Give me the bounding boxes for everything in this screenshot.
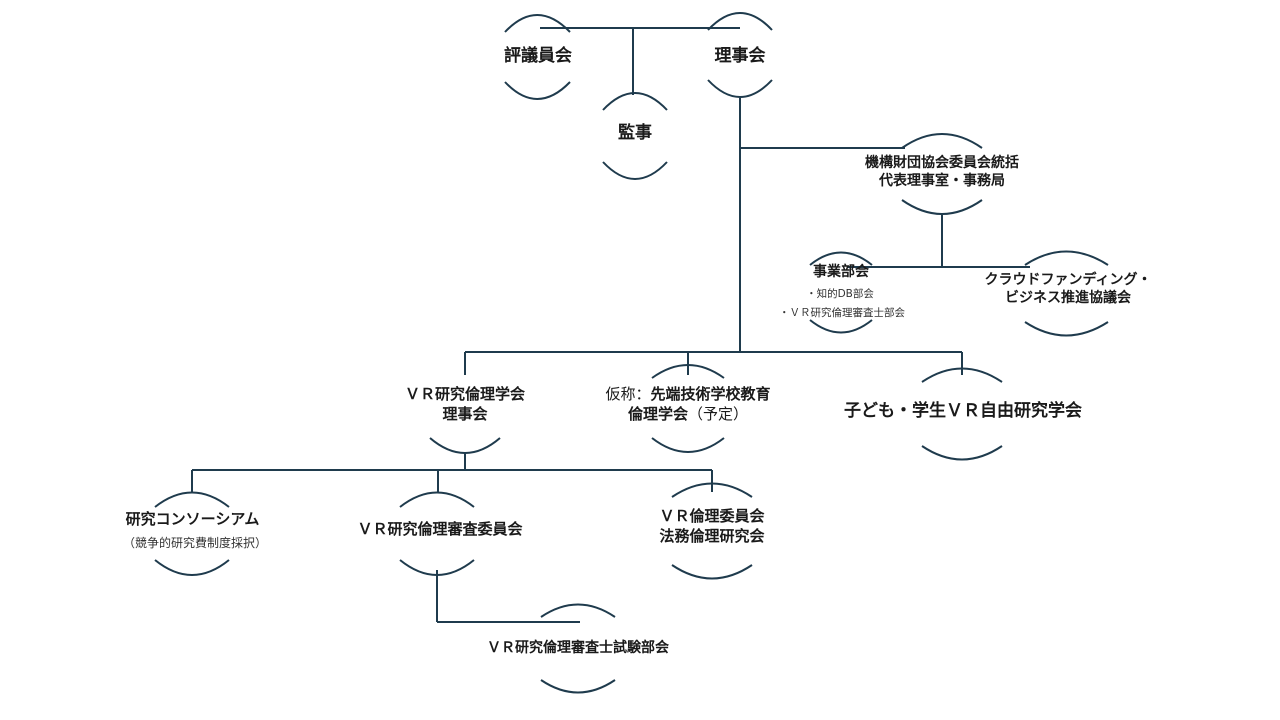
node-advanced-school-suffix: （予定） [688,404,749,423]
node-advanced-school-prefix: 仮称： [605,385,651,403]
arc-exam-top [540,603,616,618]
arc-crowdfunding-top [1024,250,1109,266]
arc-ethics-legal-top [671,482,753,498]
node-crowdfunding: クラウドファンディング・ ビジネス推進協議会 [958,271,1178,307]
node-consortium-note-label: （競争的研究費制度採択） [122,536,267,550]
node-review-committee: ＶＲ研究倫理審査委員会 [325,520,555,540]
arc-crowdfunding-bottom [1024,321,1109,337]
jigyobukai-item-1-label: ・知的DB部会 [806,288,874,300]
node-vr-ethics-board-line2: 理事会 [442,404,488,423]
arc-rijikai-top [707,12,773,31]
node-ethics-legal-line2: 法務倫理研究会 [659,526,765,545]
arc-kanji-top [602,92,668,111]
arc-consortium-top [154,491,230,508]
arc-jigyobukai-bottom [809,319,873,334]
node-jigyobukai-label: 事業部会 [813,264,869,280]
node-children-students: 子ども・学生ＶＲ自由研究学会 [818,400,1108,422]
node-consortium-label: 研究コンソーシアム [125,510,260,528]
arc-kanji-bottom [602,161,668,180]
arc-children-bottom [921,445,1003,461]
node-advanced-school: 仮称：先端技術学校教育 倫理学会（予定） [578,385,798,424]
arc-rijikai-bottom [707,79,773,98]
node-exam-subcommittee: ＶＲ研究倫理審査士試験部会 [463,639,693,657]
node-jigyobukai-title: 事業部会 [791,263,891,281]
arc-consortium-bottom [154,559,230,576]
node-crowdfunding-line2: ビジネス推進協議会 [1005,290,1131,307]
node-secretariat: 機構財団協会委員会統括 代表理事室・事務局 [842,154,1042,190]
arc-jigyobukai-top [809,251,873,266]
arc-children-top [921,367,1003,383]
arc-exam-bottom [540,679,616,694]
arc-advanced-bottom [651,437,725,453]
node-ethics-legal-line1: ＶＲ倫理委員会 [659,507,765,525]
arc-secretariat-bottom [901,199,983,215]
arc-ethics-legal-bottom [671,564,753,580]
node-secretariat-line2: 代表理事室・事務局 [879,173,1005,190]
node-children-students-label: 子ども・学生ＶＲ自由研究学会 [844,401,1082,421]
node-rijikai-label: 理事会 [714,46,766,66]
node-vr-ethics-board-line1: ＶＲ研究倫理学会 [404,385,525,403]
node-vr-ethics-board: ＶＲ研究倫理学会 理事会 [380,385,550,424]
node-kanji-label: 監事 [618,123,652,143]
arc-hyogiinkai-top [504,14,571,33]
node-crowdfunding-line1: クラウドファンディング・ [984,272,1152,288]
node-rijikai: 理事会 [696,45,784,67]
node-consortium-note: （競争的研究費制度採択） [100,536,290,552]
arc-vr-board-bottom [429,437,501,454]
arc-review-bottom [399,559,475,576]
node-review-committee-label: ＶＲ研究倫理審査委員会 [357,520,523,538]
node-consortium-title: 研究コンソーシアム [100,510,285,530]
arc-secretariat-top [901,133,983,149]
node-kanji: 監事 [596,122,674,144]
arc-hyogiinkai-bottom [504,81,571,100]
node-hyogiinkai-label: 評議員会 [504,46,572,66]
node-advanced-school-line2: 倫理学会 [627,404,688,423]
node-jigyobukai-item-1: ・知的DB部会 [780,288,900,302]
arc-review-top [399,491,475,508]
node-hyogiinkai: 評議員会 [490,45,586,67]
node-exam-subcommittee-label: ＶＲ研究倫理審査士試験部会 [487,640,669,656]
arc-advanced-top [651,364,725,379]
node-advanced-school-line1: 先端技術学校教育 [650,385,771,403]
node-secretariat-line1: 機構財団協会委員会統括 [865,155,1019,171]
jigyobukai-item-2-label: ・ＶＲ研究倫理審査士部会 [779,307,905,319]
node-ethics-legal: ＶＲ倫理委員会 法務倫理研究会 [632,507,792,546]
node-jigyobukai-item-2: ・ＶＲ研究倫理審査士部会 [752,307,932,321]
